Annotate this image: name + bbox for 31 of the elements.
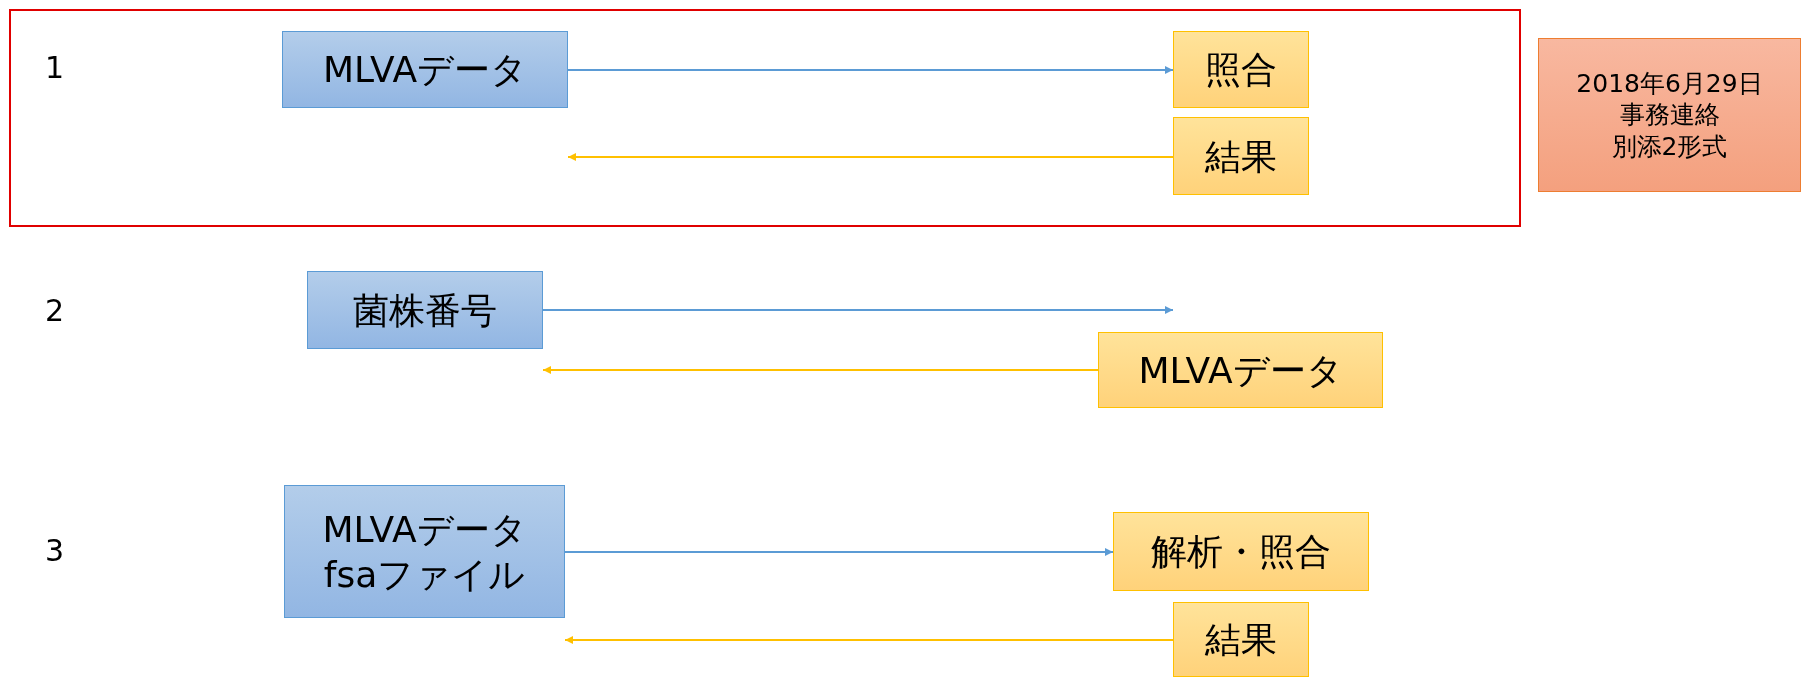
process-box	[1098, 332, 1383, 408]
box-text: MLVAデータ	[1138, 348, 1343, 393]
process-box	[284, 485, 565, 618]
box-text: 事務連絡	[1619, 99, 1720, 131]
box-text: 結果	[1205, 618, 1277, 662]
box-text: fsaファイル	[323, 552, 526, 597]
box-text: MLVAデータ	[322, 507, 527, 552]
arrow	[567, 153, 1174, 161]
process-box	[1173, 602, 1309, 677]
arrow	[542, 366, 1099, 374]
box-text: 2018年6月29日	[1576, 68, 1763, 100]
arrow	[564, 636, 1174, 644]
frame-box	[9, 9, 1521, 227]
arrow	[567, 66, 1174, 74]
row-number: 2	[45, 293, 65, 328]
note-box	[1538, 38, 1801, 192]
row-number: 1	[45, 50, 65, 85]
box-text: 結果	[1205, 134, 1277, 179]
box-text: MLVAデータ	[322, 48, 528, 92]
box-text: 照合	[1205, 48, 1277, 92]
process-box	[282, 31, 568, 108]
process-box	[307, 271, 543, 349]
row-number: 3	[45, 533, 65, 568]
process-box	[1113, 512, 1369, 591]
arrow	[542, 306, 1174, 314]
box-text: 解析・照合	[1151, 530, 1331, 574]
box-text: 菌株番号	[353, 288, 497, 333]
process-box	[1173, 117, 1309, 195]
process-box	[1173, 31, 1309, 108]
arrow	[564, 548, 1114, 556]
box-text: 別添2形式	[1611, 130, 1728, 162]
